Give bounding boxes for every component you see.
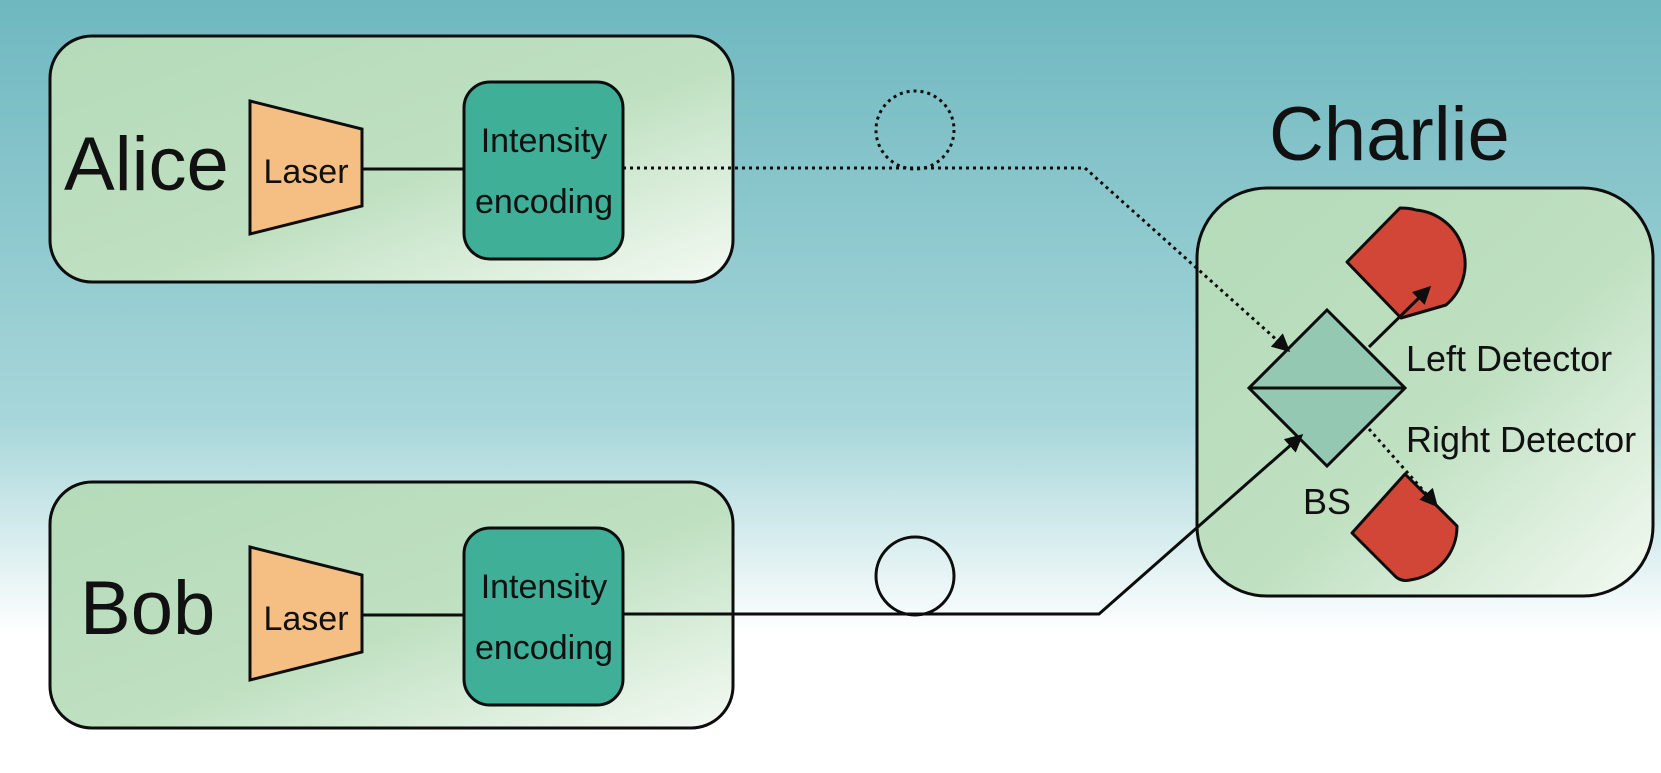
charlie-panel-box — [1195, 186, 1655, 598]
right-detector-label: Right Detector — [1406, 419, 1636, 460]
alice-encoder-line1: Intensity — [481, 122, 608, 160]
bob-label: Bob — [80, 566, 215, 651]
alice-panel: Alice Laser Intensity encoding — [48, 34, 735, 284]
charlie-label: Charlie — [1269, 92, 1510, 177]
circle-icon — [874, 535, 956, 617]
bob-laser-label: Laser — [263, 600, 348, 638]
beamsplitter-label: BS — [1303, 481, 1351, 522]
dotted-circle-icon — [874, 89, 956, 171]
alice-laser-label: Laser — [263, 153, 348, 191]
bob-encoder-line2: encoding — [475, 629, 613, 667]
alice-channel — [623, 166, 1291, 353]
bob-channel — [623, 434, 1304, 616]
left-detector-label: Left Detector — [1406, 338, 1612, 379]
bob-encoder-box — [462, 526, 625, 707]
bob-encoder-line1: Intensity — [481, 568, 608, 606]
bs-to-right-detector — [1367, 428, 1438, 508]
bob-panel: Bob Laser Intensity encoding — [48, 480, 735, 730]
charlie-panel: BS Left Detector Right Detector — [1195, 186, 1655, 598]
alice-encoder-box — [462, 80, 625, 261]
bob-laser-icon — [248, 545, 364, 682]
left-detector-icon — [1345, 206, 1467, 320]
alice-label: Alice — [64, 122, 229, 207]
alice-encoder-line2: encoding — [475, 183, 613, 221]
alice-laser-icon — [248, 99, 364, 236]
bs-to-left-detector — [1367, 285, 1432, 349]
